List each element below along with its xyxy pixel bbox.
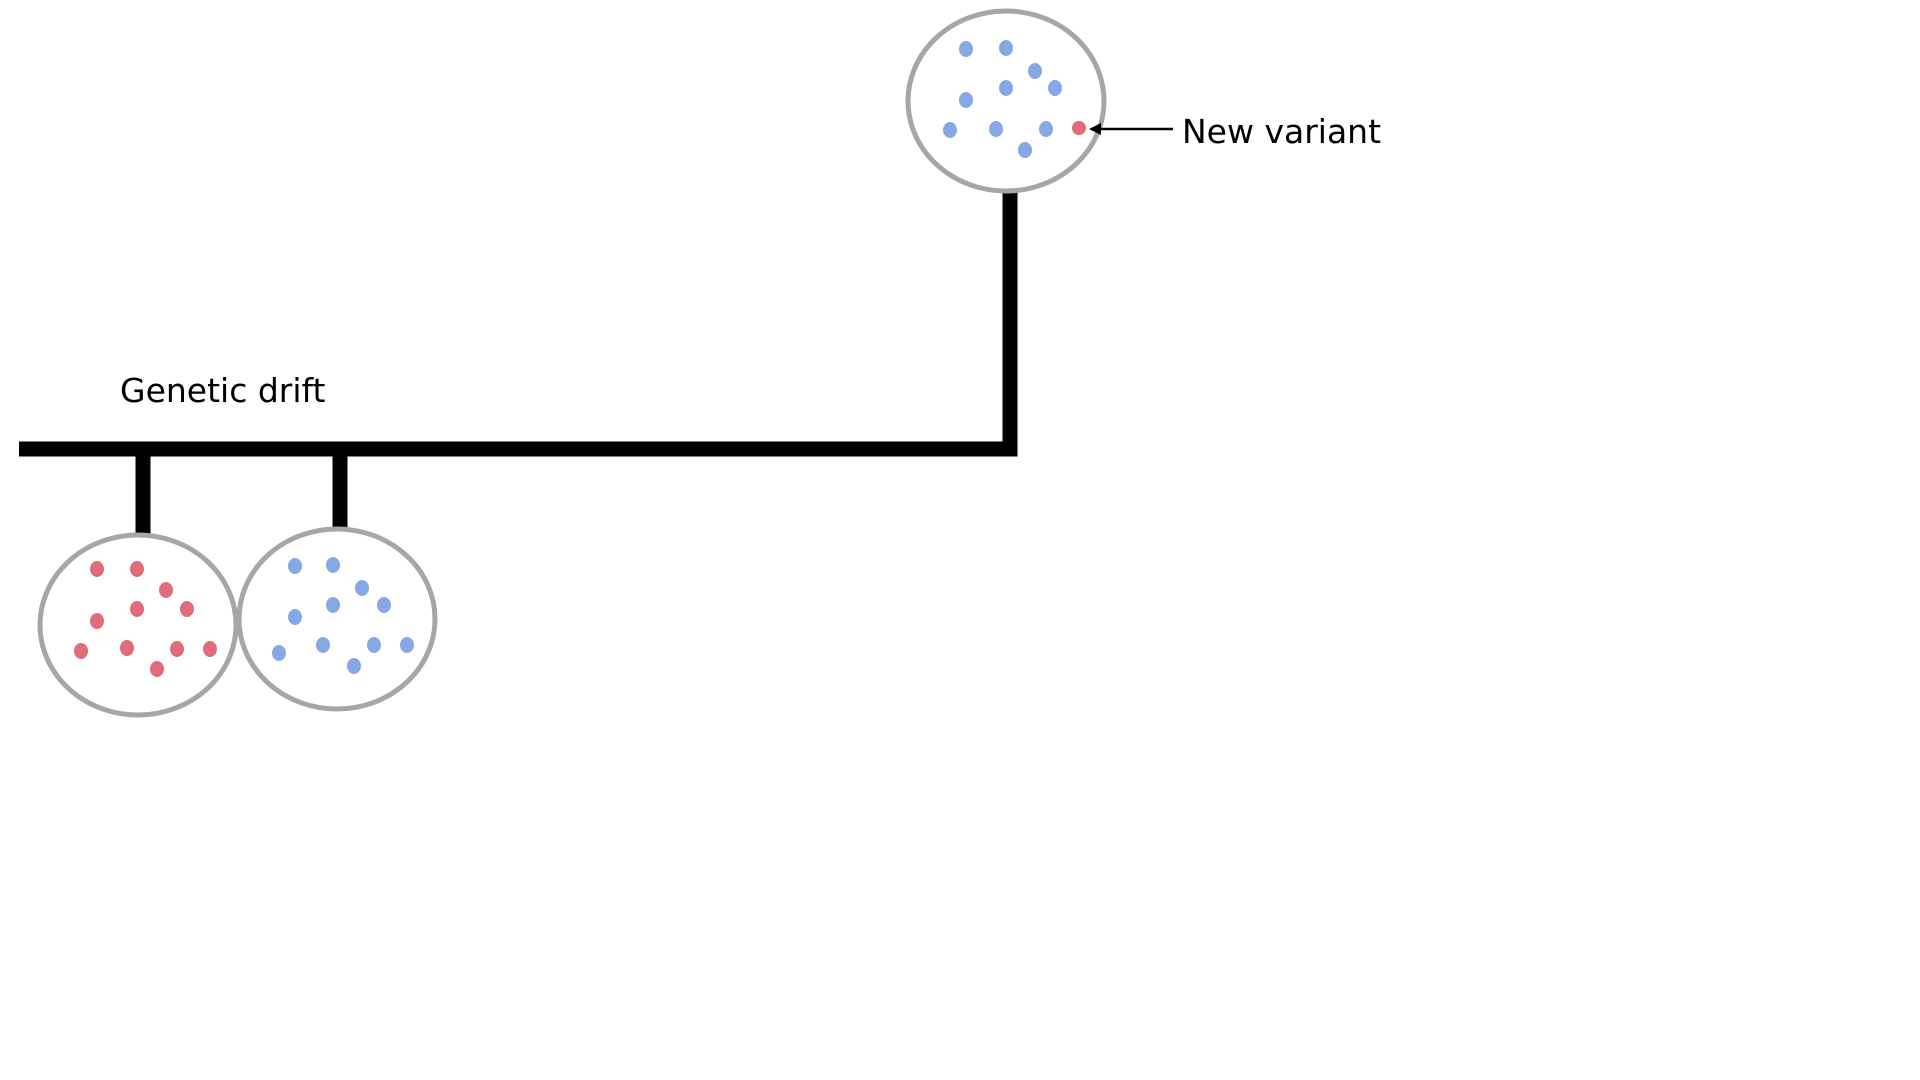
blue-allele-dot xyxy=(355,580,369,596)
blue-allele-dot xyxy=(326,557,340,573)
blue-allele-dot xyxy=(1048,80,1062,96)
blue-allele-dot xyxy=(1039,121,1053,137)
blue-allele-dot xyxy=(1018,142,1032,158)
arrow-head xyxy=(1089,123,1101,135)
red-allele-dot xyxy=(150,661,164,677)
ancestral-population xyxy=(905,8,1107,194)
blue-allele-dot xyxy=(999,40,1013,56)
main-branch xyxy=(19,190,1018,457)
left-descendant-population xyxy=(37,532,239,718)
blue-allele-dot xyxy=(288,609,302,625)
red-allele-dot xyxy=(130,561,144,577)
genetic-drift-label: Genetic drift xyxy=(120,371,326,410)
red-allele-dot xyxy=(90,613,104,629)
blue-allele-dot xyxy=(959,92,973,108)
blue-allele-dot xyxy=(400,637,414,653)
blue-allele-dot xyxy=(367,637,381,653)
blue-allele-dot xyxy=(288,558,302,574)
middle-population-dots xyxy=(272,557,414,674)
middle-population-circle xyxy=(236,526,438,712)
new-variant-arrow xyxy=(1089,123,1173,135)
new-variant-label: New variant xyxy=(1182,112,1381,151)
red-allele-dot xyxy=(159,582,173,598)
red-allele-dot xyxy=(74,643,88,659)
red-allele-dot xyxy=(180,601,194,617)
blue-allele-dot xyxy=(943,122,957,138)
blue-allele-dot xyxy=(347,658,361,674)
tree xyxy=(19,190,1018,535)
blue-allele-dot xyxy=(989,121,1003,137)
left-population-dots xyxy=(74,561,217,677)
blue-allele-dot xyxy=(999,80,1013,96)
new-variant-dot xyxy=(1072,121,1086,135)
blue-allele-dot xyxy=(377,597,391,613)
ancestral-population-dots xyxy=(943,40,1086,158)
red-allele-dot xyxy=(170,641,184,657)
red-allele-dot xyxy=(120,640,134,656)
blue-allele-dot xyxy=(272,645,286,661)
blue-allele-dot xyxy=(326,597,340,613)
red-allele-dot xyxy=(130,601,144,617)
blue-allele-dot xyxy=(1028,63,1042,79)
ancestral-population-circle xyxy=(905,8,1107,194)
blue-allele-dot xyxy=(959,41,973,57)
blue-allele-dot xyxy=(316,637,330,653)
left-population-circle xyxy=(37,532,239,718)
red-allele-dot xyxy=(203,641,217,657)
red-allele-dot xyxy=(90,561,104,577)
middle-descendant-population xyxy=(236,526,438,712)
